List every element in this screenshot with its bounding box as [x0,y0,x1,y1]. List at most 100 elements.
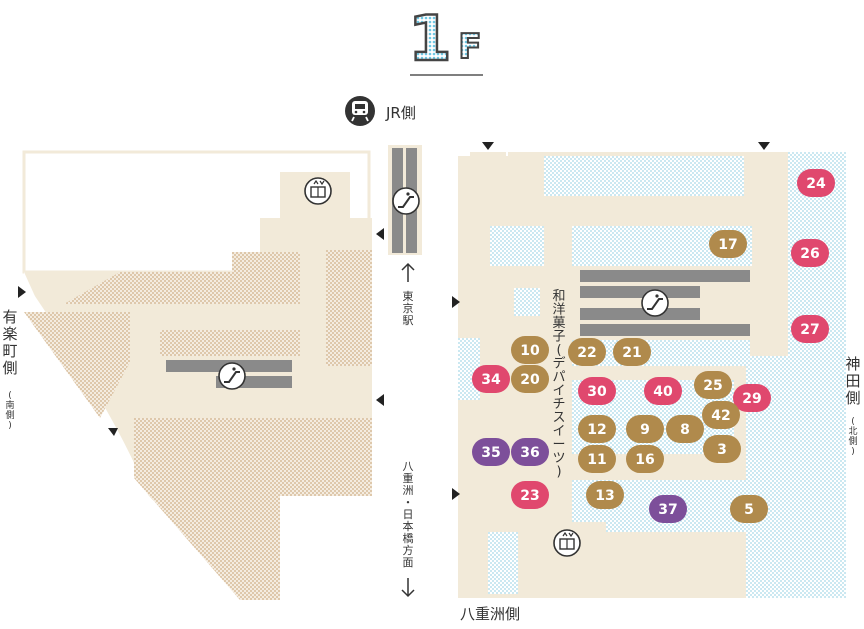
shop-marker-40[interactable]: 40 [644,377,682,405]
side-labels: 東京駅八重洲・日本橋方面有楽町側(南側)神田側(北側)和洋菓子(デパイチスイーツ… [2,289,860,569]
shop-marker-22[interactable]: 22 [568,338,606,366]
shop-marker-12[interactable]: 12 [578,415,616,443]
svg-text:本: 本 [403,519,414,533]
arrow-down-icon [401,578,415,598]
shop-number: 29 [742,391,761,407]
shop-marker-20[interactable]: 20 [511,365,549,393]
shop-number: 35 [481,445,500,461]
shop-marker-29[interactable]: 29 [733,384,771,412]
svg-text:(: ( [8,391,12,401]
shop-marker-27[interactable]: 27 [791,315,829,343]
floor-letter: F [458,27,481,67]
shop-number: 21 [622,345,641,361]
shop-marker-35[interactable]: 35 [472,438,510,466]
tokyo-station-label: 東京駅 [403,290,414,327]
svg-text:有: 有 [2,308,17,326]
svg-text:町: 町 [2,342,17,360]
svg-text:チ: チ [552,397,565,412]
shop-number: 40 [653,384,673,400]
shop-marker-8[interactable]: 8 [666,415,704,443]
shop-marker-16[interactable]: 16 [626,445,664,473]
svg-text:・: ・ [403,496,414,509]
svg-text:東: 東 [403,290,414,303]
svg-text:側: 側 [2,359,17,377]
shop-marker-23[interactable]: 23 [511,481,549,509]
shop-number: 42 [711,408,730,424]
shop-number: 30 [587,384,607,400]
shop-marker-11[interactable]: 11 [578,445,616,473]
svg-text:): ) [851,447,855,457]
shop-marker-3[interactable]: 3 [703,435,741,463]
shop-marker-17[interactable]: 17 [709,230,747,258]
svg-text:イ: イ [552,384,565,399]
shop-number: 24 [806,176,826,192]
shop-marker-25[interactable]: 25 [694,371,732,399]
svg-text:子: 子 [552,330,565,345]
svg-text:(: ( [556,343,561,358]
shop-number: 17 [718,237,737,253]
shop-number: 23 [520,488,539,504]
svg-text:楽: 楽 [2,325,17,343]
svg-text:デ: デ [552,356,565,372]
svg-text:神: 神 [845,355,860,373]
svg-text:ー: ー [552,438,565,453]
shop-marker-5[interactable]: 5 [730,495,768,523]
shop-marker-37[interactable]: 37 [649,495,687,523]
svg-text:京: 京 [403,301,414,315]
svg-text:ス: ス [552,411,565,426]
svg-text:方: 方 [403,543,414,557]
shop-number: 22 [577,345,596,361]
train-icon [345,96,375,126]
shop-number: 34 [481,372,501,388]
shop-number: 27 [800,322,819,338]
shop-marker-13[interactable]: 13 [586,481,624,509]
shop-marker-9[interactable]: 9 [626,415,664,443]
yaesu-side-label: 八重洲側 [460,605,520,623]
shop-number: 36 [520,445,539,461]
svg-text:八: 八 [403,460,414,473]
svg-text:(: ( [851,417,855,427]
svg-text:和: 和 [552,289,565,304]
shop-marker-21[interactable]: 21 [613,338,651,366]
shop-number: 13 [595,488,614,504]
escalator-icon [641,289,669,317]
arrow-up-icon [401,262,415,282]
svg-text:ツ: ツ [552,451,565,466]
svg-text:橋: 橋 [403,531,414,545]
shop-number: 16 [635,452,654,468]
escalator-icon [218,362,246,390]
svg-text:田: 田 [845,372,860,390]
shop-marker-24[interactable]: 24 [797,169,835,197]
svg-text:パ: パ [552,370,565,385]
escalator-icon [392,187,420,215]
svg-text:菓: 菓 [552,316,565,331]
svg-text:): ) [8,421,12,431]
kanda-side-label: 神田側 [845,355,860,407]
shop-marker-30[interactable]: 30 [578,377,616,405]
shop-number: 11 [587,452,606,468]
shop-number: 20 [520,372,540,388]
shop-marker-42[interactable]: 42 [702,401,740,429]
entrance-marker-icon [18,142,770,500]
floor-number: 1 [408,2,451,75]
shop-marker-34[interactable]: 34 [472,365,510,393]
svg-text:日: 日 [403,508,414,521]
shop-number: 8 [680,422,690,438]
svg-text:側: 側 [5,409,14,421]
svg-text:イ: イ [552,424,565,439]
shop-marker-36[interactable]: 36 [511,438,549,466]
shop-marker-26[interactable]: 26 [791,239,829,267]
shop-marker-10[interactable]: 10 [511,336,549,364]
left-building [22,150,372,612]
elevator-icon [553,529,581,557]
floor-header: 1 F [407,1,483,76]
shop-number: 3 [717,442,727,458]
svg-text:北: 北 [848,426,857,437]
yurakucho-sub-label: (南側) [5,391,14,431]
elevator-icon [304,177,332,205]
shop-number: 12 [587,422,606,438]
